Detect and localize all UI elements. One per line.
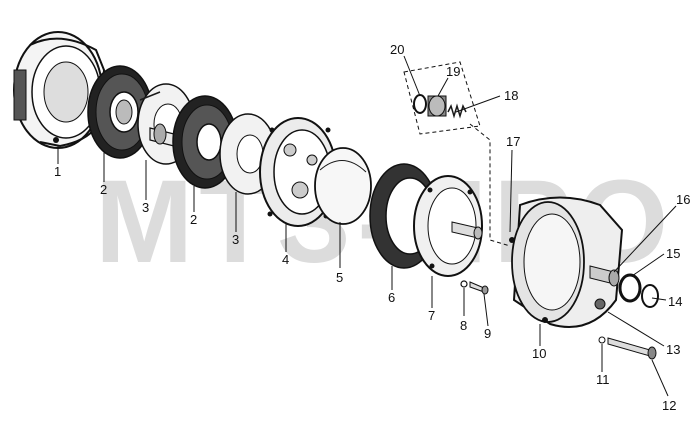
- callout-11: 11: [596, 372, 610, 387]
- callout-5: 5: [336, 270, 343, 285]
- callout-10: 10: [532, 346, 546, 361]
- part-end-housing: [509, 196, 624, 328]
- callout-20: 20: [390, 42, 404, 57]
- part-cover-plate: [314, 147, 372, 225]
- callout-2b: 2: [190, 212, 197, 227]
- callout-14: 14: [668, 294, 682, 309]
- part-hub-with-shaft: [413, 175, 483, 277]
- callout-13: 13: [666, 342, 680, 357]
- leader-lines: [57, 55, 677, 397]
- callout-12: 12: [662, 398, 676, 413]
- callout-19: 19: [446, 64, 460, 79]
- callout-16: 16: [676, 192, 690, 207]
- callout-18: 18: [504, 88, 518, 103]
- callout-labels: 1 2 3 2 3 4 5 6 7 8 9 10 11 12 13 14 15 …: [54, 42, 690, 413]
- part-washer-bolt: [460, 280, 489, 295]
- callout-15: 15: [666, 246, 680, 261]
- callout-7: 7: [428, 308, 435, 323]
- callout-2a: 2: [100, 182, 107, 197]
- part-long-bolt: [598, 336, 657, 360]
- callout-9: 9: [484, 326, 491, 341]
- callout-4: 4: [282, 252, 289, 267]
- callout-3b: 3: [232, 232, 239, 247]
- callout-6: 6: [388, 290, 395, 305]
- callout-3a: 3: [142, 200, 149, 215]
- callout-1: 1: [54, 164, 61, 179]
- callout-17: 17: [506, 134, 520, 149]
- part-valve-inset: [403, 61, 511, 247]
- part-seal-rings: [618, 273, 659, 308]
- callout-8: 8: [460, 318, 467, 333]
